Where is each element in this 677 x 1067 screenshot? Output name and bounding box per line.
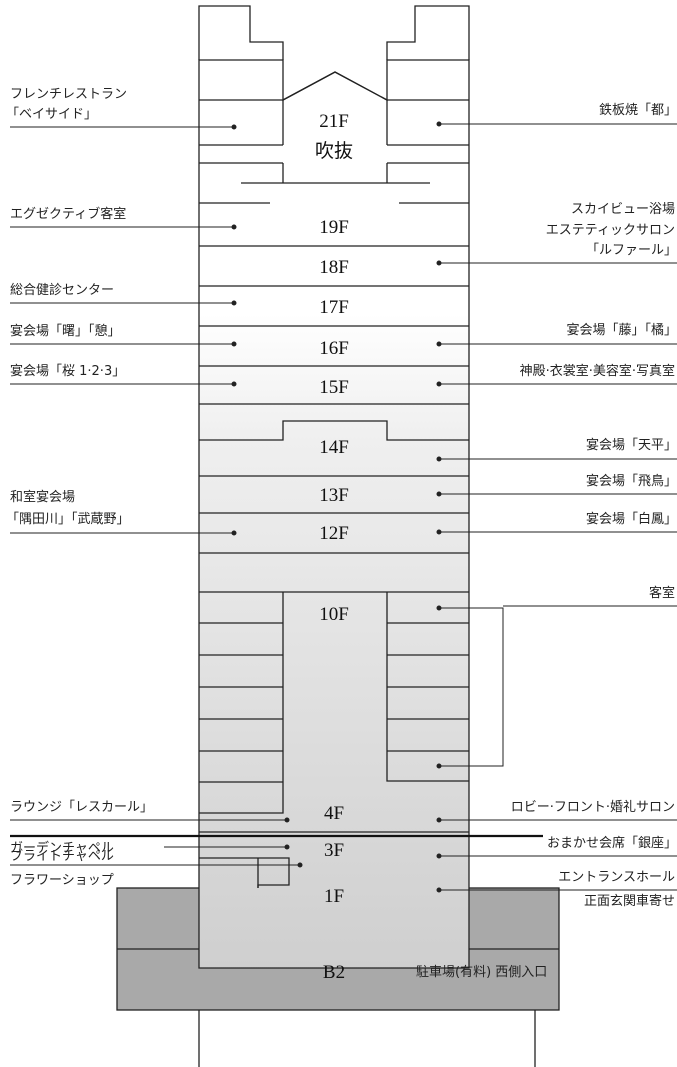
floor-4f: 4F (324, 803, 344, 824)
callout-executive-rooms: エグゼクティブ客室 (10, 206, 126, 222)
floor-3f: 3F (324, 840, 344, 861)
right-callouts (436, 121, 677, 893)
floor-19f: 19F (319, 217, 349, 238)
floor-12f: 12F (319, 523, 349, 544)
callout-skyview-bath: スカイビュー浴場 (571, 202, 675, 217)
floor-10f: 10F (319, 604, 349, 625)
floor-17f: 17F (319, 297, 349, 318)
callout-parking: 駐車場(有料) 西側入口 (416, 965, 547, 980)
floor-21f: 21F (319, 111, 349, 132)
callout-garden-chapel: ガーデンチャペル (10, 840, 114, 856)
callout-banquet-tenpyo: 宴会場「天平」 (586, 437, 677, 453)
callout-health-center: 総合健診センター (10, 282, 114, 298)
callout-banquet-fuji: 宴会場「藤」「橘」 (566, 322, 677, 338)
callout-bright-chapel: ブライトチャペル (10, 848, 114, 864)
floor-b2: B2 (323, 962, 345, 983)
floor-15f: 15F (319, 377, 349, 398)
callout-japanese-banquet: 和室宴会場 (10, 489, 75, 505)
callout-french-restaurant-name: 「ベイサイド」 (6, 107, 97, 122)
right-callout-text: 鉄板焼「都」 スカイビュー浴場 エステティックサロン 「ルファール」 宴会場「藤… (511, 103, 677, 909)
callout-japanese-banquet-rooms: 「隅田川」「武蔵野」 (6, 512, 130, 527)
callout-front-porch: 正面玄関車寄せ (584, 893, 675, 909)
floor-18f: 18F (319, 257, 349, 278)
floor-16f: 16F (319, 338, 349, 359)
callout-flower-shop: フラワーショップ (10, 873, 114, 888)
callout-banquet-asuka: 宴会場「飛鳥」 (586, 473, 677, 489)
guest-room-bracket (439, 607, 504, 767)
callout-shrine-services: 神殿·衣裳室·美容室·写真室 (520, 363, 675, 379)
callout-esthetic-salon: エステティックサロン (546, 223, 675, 238)
floor-labels: 21F 吹抜 19F 18F 17F 16F 15F 14F 13F 12F 1… (315, 111, 353, 983)
callout-lounge: ラウンジ「レスカール」 (10, 800, 153, 815)
floor-21f-atrium: 吹抜 (315, 140, 353, 162)
floor-14f: 14F (319, 437, 349, 458)
callout-french-restaurant: フレンチレストラン (10, 87, 127, 102)
callout-banquet-sakura: 宴会場「桜 1·2·3」 (10, 363, 125, 379)
left-callouts (10, 124, 303, 868)
callout-lobby: ロビー·フロント·婚礼サロン (511, 799, 675, 815)
callout-omakase-ginza: おまかせ会席「銀座」 (547, 835, 677, 851)
callout-entrance-hall: エントランスホール (558, 870, 675, 885)
callout-guest-rooms: 客室 (649, 585, 675, 601)
callout-banquet-akebono: 宴会場「曙」「憩」 (10, 323, 121, 339)
callout-teppanyaki: 鉄板焼「都」 (599, 103, 677, 118)
tower (198, 5, 470, 969)
callout-banquet-hakuho: 宴会場「白鳳」 (586, 511, 677, 527)
floor-1f: 1F (324, 886, 344, 907)
callout-lefar: 「ルファール」 (586, 243, 677, 258)
left-callout-text: フレンチレストラン 「ベイサイド」 エグゼクティブ客室 総合健診センター 宴会場… (6, 87, 153, 888)
floor-13f: 13F (319, 485, 349, 506)
